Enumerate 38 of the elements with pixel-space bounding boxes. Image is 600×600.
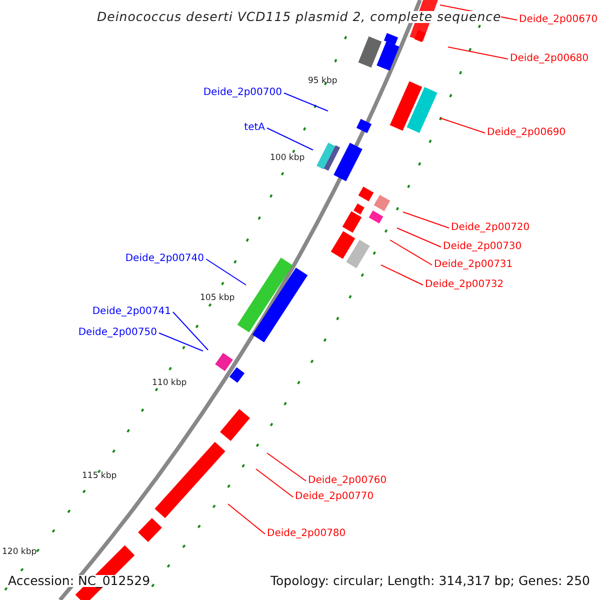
gene-label: Deide_2p00770 (295, 491, 374, 503)
leader-line (172, 312, 208, 350)
leader-line (440, 118, 486, 134)
leader-line (402, 212, 450, 228)
leader-line (228, 504, 266, 534)
gene-label: tetA (244, 122, 265, 134)
leader-line (158, 332, 204, 352)
leader-line (390, 240, 432, 266)
gene-label: Deide_2p00740 (125, 253, 204, 265)
gene-label: Deide_2p00750 (78, 327, 157, 339)
scale-label: 120 kbp (2, 546, 37, 558)
gene-label: Deide_2p00680 (510, 53, 589, 65)
leader-line (284, 92, 328, 112)
scale-label: 110 kbp (152, 377, 187, 389)
map-title: Deinococcus deserti VCD115 plasmid 2, complete sequence (97, 11, 502, 23)
gene-label: Deide_2p00730 (443, 241, 522, 253)
leader-line (266, 452, 306, 482)
leader-line (256, 468, 294, 498)
footer-text: Accession: NC_012529 (8, 575, 150, 587)
gene-label: Deide_2p00741 (92, 306, 171, 318)
gene-label: Deide_2p00731 (434, 259, 513, 271)
leader-line (380, 264, 424, 286)
scale-label: 115 kbp (82, 470, 117, 482)
gene-label: Deide_2p00690 (487, 127, 566, 139)
scale-label: 95 kbp (308, 75, 338, 87)
leader-line (266, 128, 314, 150)
leader-line (448, 46, 508, 60)
gene-label: Deide_2p00720 (451, 222, 530, 234)
gene-label: Deide_2p00700 (203, 87, 282, 99)
leader-line (206, 258, 246, 286)
scale-label: 100 kbp (270, 152, 305, 164)
gene-label: Deide_2p00760 (308, 475, 387, 487)
scale-label: 105 kbp (200, 292, 235, 304)
gene-label: Deide_2p00670 (519, 14, 598, 26)
gene-label: Deide_2p00732 (425, 279, 504, 291)
leader-line (396, 228, 442, 248)
gene-label: Deide_2p00780 (267, 528, 346, 540)
footer-text: Topology: circular; Length: 314,317 bp; Genes: 250 (270, 575, 590, 587)
